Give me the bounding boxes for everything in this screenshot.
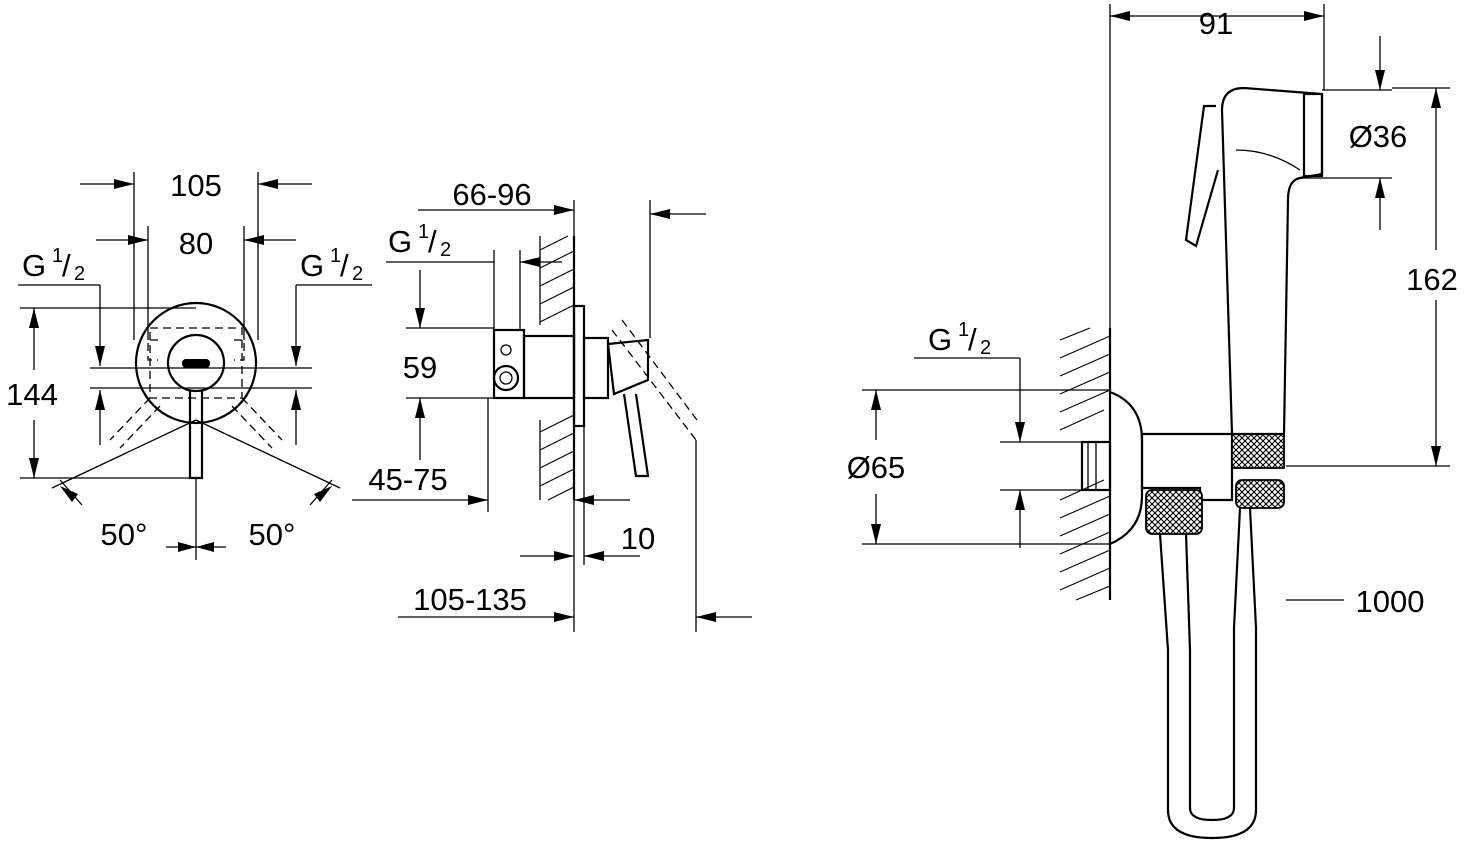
front-view: 105 80 144 50° 50° G 1 / 2 G 1 / 2	[6, 168, 372, 560]
holder-knurl	[1231, 433, 1285, 469]
hose-nut-right	[1235, 479, 1285, 509]
shower-head-diameter: Ø36	[1349, 119, 1408, 154]
front-height: 144	[6, 377, 58, 412]
mixer-lever	[188, 390, 204, 480]
front-thread-left: G 1 / 2	[22, 245, 85, 285]
svg-text:2: 2	[980, 337, 991, 359]
hose	[1158, 507, 1258, 840]
svg-text:/: /	[62, 248, 71, 283]
escutcheon-plate	[134, 301, 258, 425]
wall-hatching-right	[1059, 327, 1111, 601]
side-total-range: 105-135	[413, 582, 527, 617]
svg-text:1: 1	[330, 245, 341, 267]
svg-text:1: 1	[52, 245, 63, 267]
side-view: 66-96 59 45-75 10 105-135 G 1 / 2	[352, 177, 752, 632]
front-angle-right: 50°	[249, 517, 296, 552]
shower-reach: 91	[1199, 6, 1233, 41]
front-thread-right: G 1 / 2	[300, 245, 363, 285]
side-depth-range: 66-96	[452, 177, 531, 212]
side-lever	[622, 393, 650, 478]
front-width-inner: 80	[179, 226, 213, 261]
hand-shower-view: 91 Ø36 162 Ø65 1000 G 1 / 2	[847, 4, 1458, 840]
svg-text:G: G	[928, 322, 952, 357]
svg-text:2: 2	[74, 263, 85, 285]
hose-nut-left	[1145, 489, 1203, 535]
svg-text:1: 1	[418, 221, 429, 243]
wall-hatching	[539, 235, 575, 501]
shower-height: 162	[1406, 262, 1458, 297]
front-width-outer: 105	[170, 168, 222, 203]
mixer-hub	[166, 333, 226, 393]
svg-text:1: 1	[958, 319, 969, 341]
svg-text:/: /	[340, 248, 349, 283]
svg-text:2: 2	[440, 239, 451, 261]
svg-text:2: 2	[352, 263, 363, 285]
trigger	[1184, 104, 1220, 248]
side-plate-offset: 10	[621, 521, 655, 556]
svg-text:G: G	[300, 248, 324, 283]
svg-text:G: G	[22, 248, 46, 283]
wall-flange	[1109, 390, 1144, 546]
front-angle-left: 50°	[101, 517, 148, 552]
side-thread: G 1 / 2	[388, 221, 451, 261]
hose-length: 1000	[1356, 584, 1425, 619]
side-height: 59	[403, 350, 437, 385]
svg-text:G: G	[388, 224, 412, 259]
side-inset-range: 45-75	[368, 462, 447, 497]
cartridge-slot	[182, 359, 210, 368]
flange-diameter: Ø65	[847, 450, 906, 485]
svg-text:/: /	[968, 322, 977, 357]
hand-shower	[1220, 86, 1324, 436]
shower-thread: G 1 / 2	[928, 319, 991, 359]
svg-text:/: /	[428, 224, 437, 259]
